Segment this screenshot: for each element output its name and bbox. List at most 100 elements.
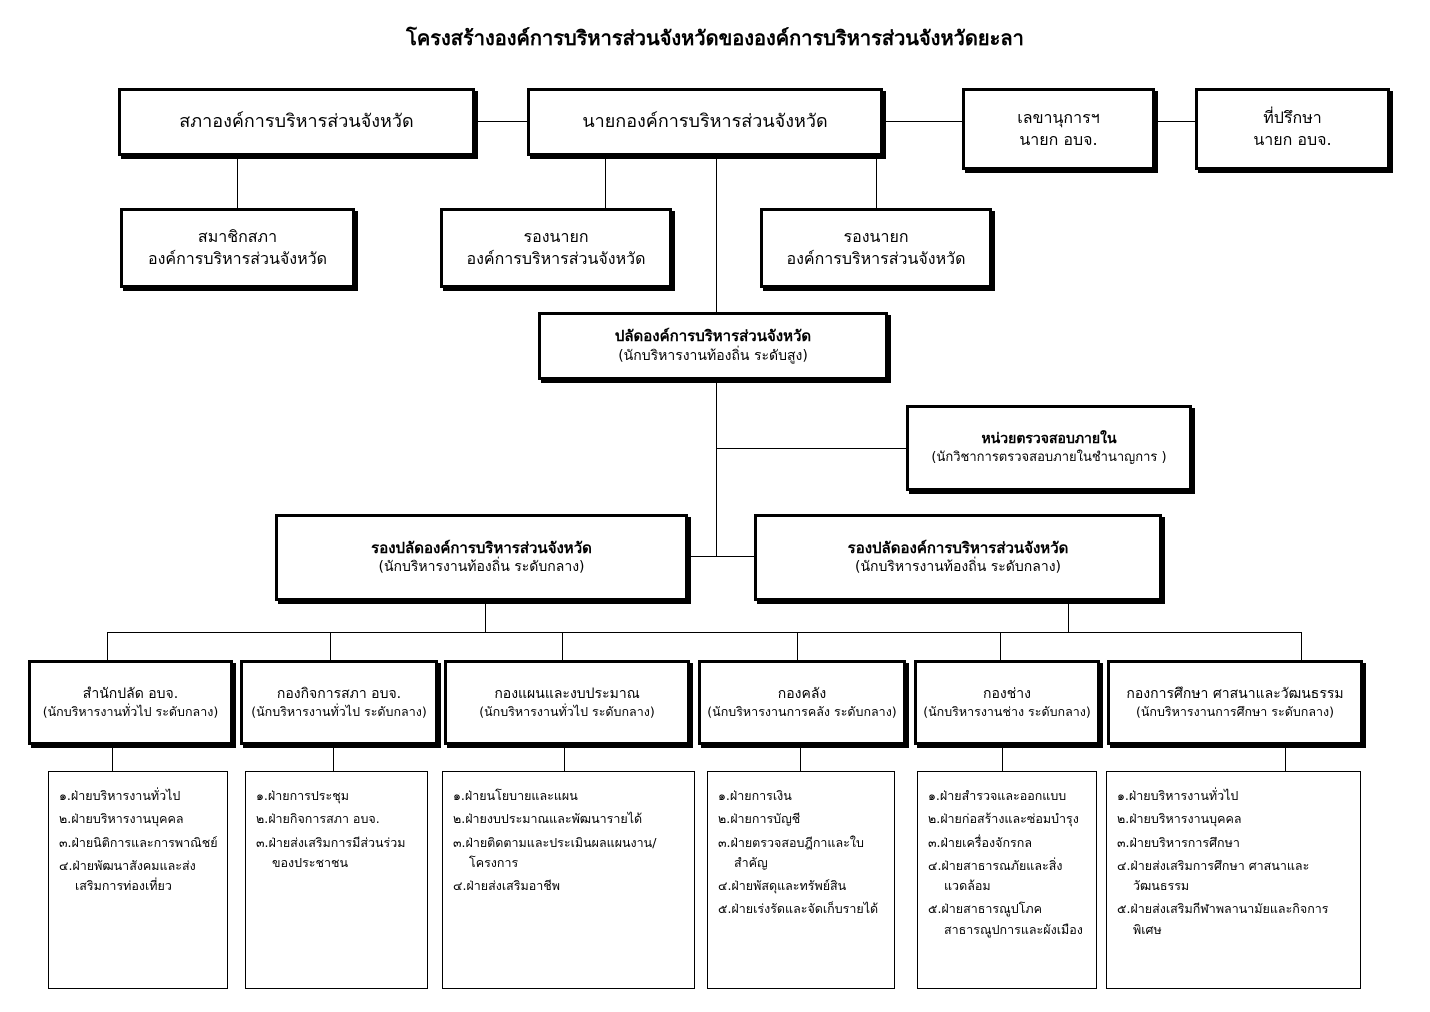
connector-bus-division-6 [1301,632,1302,660]
division-5-name: กองช่าง [983,685,1031,702]
node-deputy-clerk-2[interactable]: รองปลัดองค์การบริหารส่วนจังหวัด (นักบริห… [754,514,1162,601]
section-list-5: ๑.ฝ่ายสำรวจและออกแบบ ๒.ฝ่ายก่อสร้างและซ่… [917,771,1097,989]
page-title: โครงสร้างองค์การบริหารส่วนจังหวัดขององค์… [406,26,1024,50]
division-5-rank: (นักบริหารงานช่าง ระดับกลาง) [923,703,1091,719]
node-deputy-clerk-2-line1: รองปลัดองค์การบริหารส่วนจังหวัด [847,538,1069,557]
connector-division-6-sections [1285,745,1286,771]
list-item: ๑.ฝ่ายการเงิน [718,788,792,803]
node-advisor[interactable]: ที่ปรึกษา นายก อบจ. [1195,88,1390,170]
node-council-member-line2: องค์การบริหารส่วนจังหวัด [147,249,328,268]
list-item: ๕.ฝ่ายสาธารณูปโภค สาธารณูปการและผังเมือง [928,901,1083,937]
node-deputy-chief-1[interactable]: รองนายก องค์การบริหารส่วนจังหวัด [440,208,672,288]
list-item: ๑.ฝ่ายบริหารงานทั่วไป [59,788,181,803]
list-item: ๕.ฝ่ายเร่งรัดและจัดเก็บรายได้ [718,901,879,917]
node-internal-audit-line1: หน่วยตรวจสอบภายใน [981,430,1117,447]
connector-chief-clerk [716,155,717,312]
connector-deputy-clerk-bus [688,556,754,557]
connector-council-chief [475,121,527,122]
list-item: ๔.ฝ่ายสาธารณภัยและสิ่งแวดล้อม [928,857,1063,893]
connector-secretary-advisor [1155,121,1195,122]
division-box-6[interactable]: กองการศึกษา ศาสนาและวัฒนธรรม (นักบริหารง… [1107,660,1363,745]
node-internal-audit[interactable]: หน่วยตรวจสอบภายใน (นักวิชาการตรวจสอบภายใ… [906,405,1192,491]
list-item: ๔.ฝ่ายส่งเสริมการศึกษา ศาสนาและวัฒนธรรม [1117,857,1310,893]
division-box-3[interactable]: กองแผนและงบประมาณ (นักบริหารงานทั่วไป ระ… [444,660,690,745]
section-list-3: ๑.ฝ่ายนโยบายและแผน ๒.ฝ่ายงบประมาณและพัฒน… [442,771,695,989]
connector-division-3-sections [564,745,565,771]
division-3-rank: (นักบริหารงานทั่วไป ระดับกลาง) [479,703,655,719]
node-internal-audit-line2: (นักวิชาการตรวจสอบภายในชำนาญการ ) [931,449,1167,465]
division-2-name: กองกิจการสภา อบจ. [276,685,402,702]
connector-division-1-sections [112,745,113,771]
division-4-rank: (นักบริหารงานการคลัง ระดับกลาง) [707,703,897,719]
node-chief-line1: นายกองค์การบริหารส่วนจังหวัด [582,110,828,132]
division-box-1[interactable]: สำนักปลัด อบจ. (นักบริหารงานทั่วไป ระดับ… [28,660,233,745]
node-council-member-line1: สมาชิกสภา [197,227,278,247]
connector-clerk-internal-audit [716,448,906,449]
list-item: ๑.ฝ่ายสำรวจและออกแบบ [928,788,1067,803]
division-2-rank: (นักบริหารงานทั่วไป ระดับกลาง) [251,703,427,719]
list-item: ๕.ฝ่ายส่งเสริมกีฬาพลานามัยและกิจการพิเศษ [1117,901,1329,937]
node-deputy-clerk-1[interactable]: รองปลัดองค์การบริหารส่วนจังหวัด (นักบริห… [275,514,688,601]
division-1-rank: (นักบริหารงานทั่วไป ระดับกลาง) [42,703,219,719]
connector-division-bus [107,632,1301,633]
node-deputy-chief-2[interactable]: รองนายก องค์การบริหารส่วนจังหวัด [760,208,992,288]
node-deputy-chief-1-line2: องค์การบริหารส่วนจังหวัด [466,249,646,268]
connector-clerk-spine [716,380,717,556]
section-list-1: ๑.ฝ่ายบริหารงานทั่วไป ๒.ฝ่ายบริหารงานบุค… [48,771,228,989]
node-secretary-line2: นายก อบจ. [1019,130,1098,149]
division-box-2[interactable]: กองกิจการสภา อบจ. (นักบริหารงานทั่วไป ระ… [240,660,438,745]
node-clerk-line2: (นักบริหารงานท้องถิ่น ระดับสูง) [618,347,808,364]
connector-deputyclerk2-bus [1068,601,1069,632]
connector-bus-division-2 [330,632,331,660]
connector-chief-deputy2 [876,155,877,208]
node-clerk-line1: ปลัดองค์การบริหารส่วนจังหวัด [614,327,812,346]
node-deputy-chief-2-line1: รองนายก [843,227,909,247]
node-secretary[interactable]: เลขานุการฯ นายก อบจ. [962,88,1155,170]
list-item: ๓.ฝ่ายตรวจสอบฎีกาและใบสำคัญ [718,834,864,870]
list-item: ๒.ฝ่ายการบัญชี [718,811,801,827]
connector-bus-division-5 [1000,632,1001,660]
connector-division-5-sections [1002,745,1003,771]
division-6-rank: (นักบริหารงานการศึกษา ระดับกลาง) [1135,703,1335,719]
list-item: ๓.ฝ่ายส่งเสริมการมีส่วนร่วมของประชาชน [256,834,406,870]
connector-chief-deputy1 [605,155,606,208]
node-deputy-chief-2-line2: องค์การบริหารส่วนจังหวัด [786,249,966,268]
list-item: ๑.ฝ่ายการประชุม [256,788,349,803]
division-6-name: กองการศึกษา ศาสนาและวัฒนธรรม [1126,685,1344,702]
node-secretary-line1: เลขานุการฯ [1017,108,1100,128]
connector-bus-division-3 [562,632,563,660]
list-item: ๑.ฝ่ายนโยบายและแผน [453,788,578,803]
section-list-4: ๑.ฝ่ายการเงิน ๒.ฝ่ายการบัญชี ๓.ฝ่ายตรวจส… [707,771,895,989]
connector-division-4-sections [800,745,801,771]
list-item: ๒.ฝ่ายบริหารงานบุคคล [59,811,184,827]
connector-council-member [237,155,238,208]
connector-deputyclerk1-bus [485,601,486,632]
list-item: ๓.ฝ่ายติดตามและประเมินผลแผนงาน/โครงการ [453,834,657,870]
node-chief-executive[interactable]: นายกองค์การบริหารส่วนจังหวัด [527,88,883,156]
list-item: ๒.ฝ่ายงบประมาณและพัฒนารายได้ [453,811,643,827]
list-item: ๔.ฝ่ายพัฒนาสังคมและส่งเสริมการท่องเที่ยว [59,857,196,893]
node-council-member[interactable]: สมาชิกสภา องค์การบริหารส่วนจังหวัด [120,208,355,288]
node-advisor-line1: ที่ปรึกษา [1263,108,1322,128]
connector-bus-division-1 [107,632,108,660]
list-item: ๓.ฝ่ายบริหารการศึกษา [1117,834,1240,850]
list-item: ๒.ฝ่ายกิจการสภา อบจ. [256,811,380,827]
node-deputy-clerk-2-line2: (นักบริหารงานท้องถิ่น ระดับกลาง) [855,559,1061,576]
list-item: ๑.ฝ่ายบริหารงานทั่วไป [1117,788,1239,803]
division-box-4[interactable]: กองคลัง (นักบริหารงานการคลัง ระดับกลาง) [698,660,906,745]
list-item: ๓.ฝ่ายเครื่องจักรกล [928,834,1032,850]
section-list-2: ๑.ฝ่ายการประชุม ๒.ฝ่ายกิจการสภา อบจ. ๓.ฝ… [245,771,428,989]
node-deputy-chief-1-line1: รองนายก [523,227,589,247]
list-item: ๔.ฝ่ายพัสดุและทรัพย์สิน [718,878,847,893]
division-4-name: กองคลัง [777,685,827,702]
node-clerk[interactable]: ปลัดองค์การบริหารส่วนจังหวัด (นักบริหารง… [538,312,888,380]
node-council[interactable]: สภาองค์การบริหารส่วนจังหวัด [118,88,475,156]
connector-chief-secretary [883,121,963,122]
list-item: ๒.ฝ่ายก่อสร้างและซ่อมบำรุง [928,811,1079,827]
node-deputy-clerk-1-line1: รองปลัดองค์การบริหารส่วนจังหวัด [371,538,592,557]
connector-division-2-sections [333,745,334,771]
division-box-5[interactable]: กองช่าง (นักบริหารงานช่าง ระดับกลาง) [914,660,1100,745]
node-advisor-line2: นายก อบจ. [1253,130,1332,149]
node-council-line1: สภาองค์การบริหารส่วนจังหวัด [179,110,414,132]
